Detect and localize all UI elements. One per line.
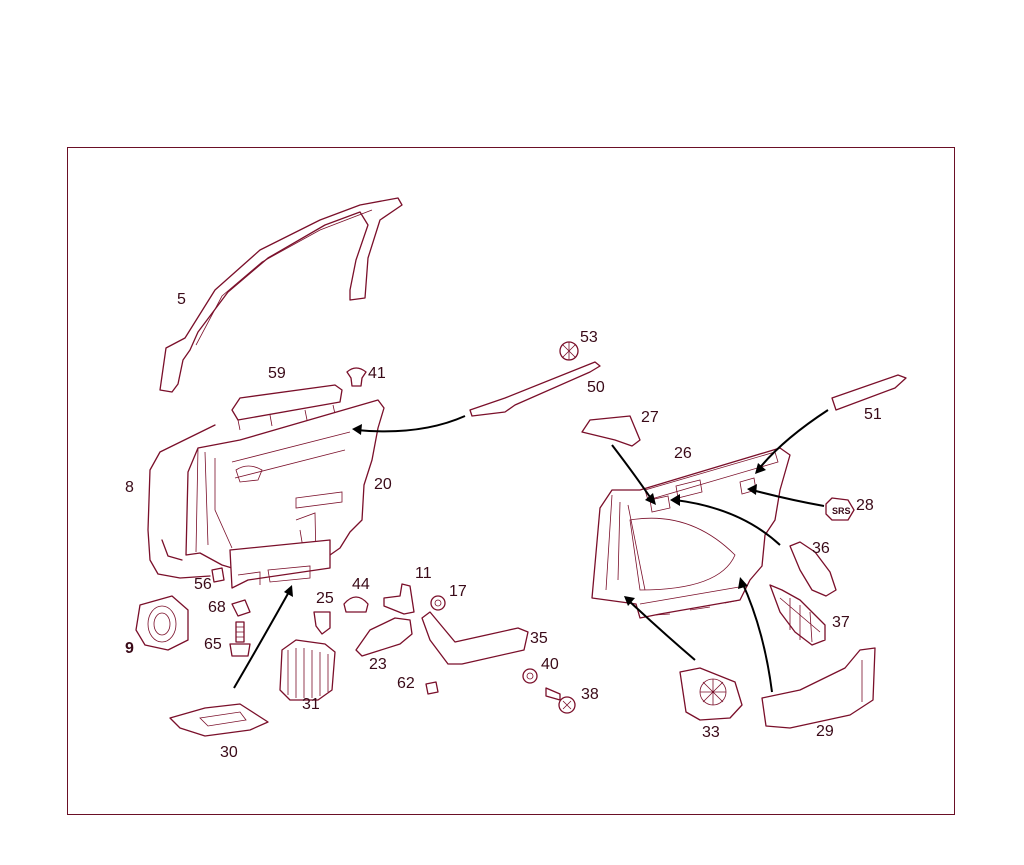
- label-53: 53: [580, 329, 598, 346]
- label-29: 29: [816, 723, 834, 740]
- part-33-speaker-grille: [679, 667, 743, 721]
- label-28: 28: [856, 497, 874, 514]
- label-25: 25: [316, 590, 334, 607]
- label-68: 68: [208, 599, 226, 616]
- label-8: 8: [125, 479, 134, 496]
- label-17: 17: [449, 583, 467, 600]
- part-5-window-frame-trim: [159, 197, 403, 393]
- label-23: 23: [369, 656, 387, 673]
- label-11: 11: [415, 565, 432, 582]
- part-62-clip: [425, 681, 439, 695]
- label-50: 50: [587, 379, 605, 396]
- part-30-tray: [169, 703, 269, 737]
- part-31-pocket-cover: [279, 639, 336, 701]
- part-51-belt-strip: [831, 374, 907, 411]
- label-36: 36: [812, 540, 830, 557]
- label-33: 33: [702, 724, 720, 741]
- label-20: 20: [374, 476, 392, 493]
- diagram-frame: [67, 147, 955, 815]
- part-26-right-door-panel: [591, 447, 791, 619]
- part-28-srs-cover: [825, 497, 855, 521]
- assembly-arrows: [233, 409, 829, 693]
- part-68-clip: [231, 599, 251, 617]
- part-53-round-cover: [559, 341, 579, 361]
- label-56: 56: [194, 576, 212, 593]
- part-8-door-seal: [147, 424, 216, 579]
- part-41-clip: [346, 367, 367, 387]
- part-23-handle: [355, 617, 413, 657]
- part-25-lock-knob: [313, 611, 331, 635]
- label-31: 31: [302, 696, 320, 713]
- label-9: 9: [125, 640, 134, 657]
- part-36-armrest-cover: [789, 541, 837, 597]
- part-27-handle-cover: [581, 415, 641, 447]
- part-20-left-door-panel: [185, 399, 385, 589]
- label-40: 40: [541, 656, 559, 673]
- part-17-clip: [430, 595, 446, 611]
- label-37: 37: [832, 614, 850, 631]
- label-26: 26: [674, 445, 692, 462]
- part-11-bracket: [383, 583, 415, 615]
- part-44-clip: [343, 596, 369, 613]
- part-35-pull-handle: [421, 611, 529, 665]
- label-59: 59: [268, 365, 286, 382]
- part-56-screw: [211, 567, 225, 583]
- label-35: 35: [530, 630, 548, 647]
- label-62: 62: [397, 675, 415, 692]
- part-50-belt-strip: [469, 361, 601, 417]
- label-27: 27: [641, 409, 659, 426]
- srs-text: SRS: [832, 506, 851, 516]
- part-9-speaker-ring: [135, 595, 189, 651]
- label-65: 65: [204, 636, 222, 653]
- part-65-bolt: [229, 621, 251, 657]
- part-38-screw: [545, 687, 576, 714]
- label-41: 41: [368, 365, 386, 382]
- part-59-upper-trim-strip: [231, 384, 343, 431]
- label-30: 30: [220, 744, 238, 761]
- label-51: 51: [864, 406, 882, 423]
- part-29-map-pocket: [761, 647, 876, 729]
- label-5: 5: [177, 291, 186, 308]
- label-38: 38: [581, 686, 599, 703]
- part-37-armrest-bracket: [769, 584, 826, 646]
- label-44: 44: [352, 576, 370, 593]
- part-40-washer: [522, 668, 538, 684]
